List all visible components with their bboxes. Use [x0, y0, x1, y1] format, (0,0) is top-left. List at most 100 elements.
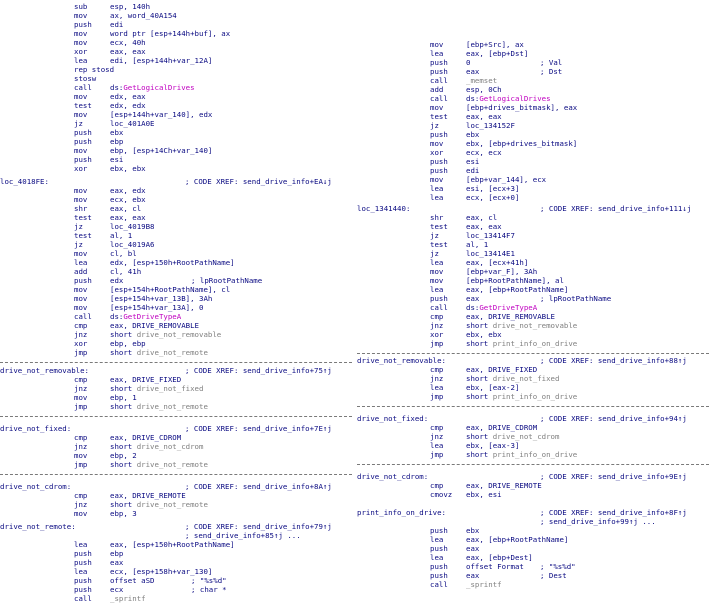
code-label-line[interactable]: drive_not_cdrom:; CODE XREF: send_drive_… [0, 482, 352, 491]
code-label[interactable]: drive_not_cdrom: [357, 472, 429, 481]
asm-line[interactable]: mov[ebp+Src], ax [357, 40, 709, 49]
code-label-line[interactable]: drive_not_removable:; CODE XREF: send_dr… [357, 356, 709, 365]
code-label[interactable]: loc_4018FE: [0, 177, 49, 186]
asm-line[interactable]: mov[esp+154h+var_13B], 3Ah [0, 294, 352, 303]
code-label[interactable]: loc_1341440: [357, 204, 411, 213]
code-label[interactable]: print_info_on_drive: [357, 508, 446, 517]
code-label-line[interactable]: loc_1341440:; CODE XREF: send_drive_info… [357, 204, 709, 213]
code-label-line[interactable]: drive_not_removable:; CODE XREF: send_dr… [0, 366, 352, 375]
asm-line[interactable]: mov[ebp+var_F], 3Ah [357, 267, 709, 276]
code-label[interactable]: drive_not_removable: [357, 356, 446, 365]
asm-line[interactable]: ; send_drive_info+99↑j ... [357, 517, 709, 526]
asm-line[interactable]: stosw [0, 74, 352, 83]
asm-line[interactable]: mov[esp+154h+var_13A], 0 [0, 303, 352, 312]
asm-line[interactable]: call_sprintf [357, 580, 709, 589]
code-label[interactable]: drive_not_removable: [0, 366, 89, 375]
code-label-line[interactable]: drive_not_cdrom:; CODE XREF: send_drive_… [357, 472, 709, 481]
code-label-line[interactable]: drive_not_fixed:; CODE XREF: send_drive_… [0, 424, 352, 433]
code-label-line[interactable]: drive_not_fixed:; CODE XREF: send_drive_… [357, 414, 709, 423]
code-label[interactable]: drive_not_remote: [0, 522, 76, 531]
asm-line[interactable]: rep stosd [0, 65, 352, 74]
asm-line[interactable]: call_memset [357, 76, 709, 85]
asm-line[interactable]: ; send_drive_info+85↑j ... [0, 531, 352, 540]
